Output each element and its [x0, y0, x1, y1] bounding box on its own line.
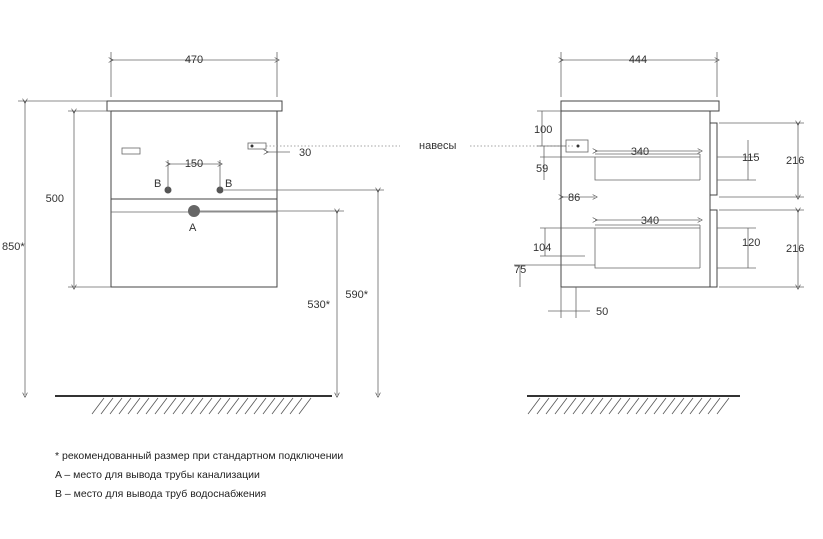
dim-body-height-500: 500: [46, 193, 64, 205]
dim-total-height-850: 850*: [2, 241, 25, 253]
hatch-line: [536, 397, 550, 415]
dim-inner-75: 75: [514, 264, 526, 276]
front-floor-hatch: [91, 397, 312, 415]
hatch-line: [217, 397, 231, 415]
hatch-line: [244, 397, 258, 415]
hatch-line: [271, 397, 285, 415]
hatch-line: [572, 397, 586, 415]
dim-width-470: 470: [185, 54, 203, 66]
hinge-right-marker: [247, 142, 267, 150]
hatch-line: [608, 397, 622, 415]
hatch-line: [118, 397, 132, 415]
hatch-line: [599, 397, 613, 415]
hatch-line: [289, 397, 303, 415]
hatch-line: [181, 397, 195, 415]
dim-inner-59: 59: [536, 163, 548, 175]
hatch-line: [100, 397, 114, 415]
label-pipe-b-left: B: [154, 178, 161, 190]
dim-hinge-top-100: 100: [534, 124, 552, 136]
dim-hinge-offset-30: 30: [299, 147, 311, 159]
hatch-line: [617, 397, 631, 415]
hatch-line: [298, 397, 312, 415]
side-view: 444 100 340 59 86 340 104 75 50: [514, 52, 804, 415]
dim-inner-86: 86: [568, 192, 580, 204]
hatch-line: [527, 397, 541, 415]
dim-pipe-b-height-590: 590*: [345, 289, 368, 301]
hatch-line: [145, 397, 159, 415]
side-cabinet-body: [560, 110, 711, 288]
front-view: 470 850* 500 150 30 B B A 530* 590*: [2, 52, 384, 415]
hatch-line: [226, 397, 240, 415]
hatch-line: [199, 397, 213, 415]
front-countertop: [106, 100, 283, 112]
hatch-line: [253, 397, 267, 415]
side-floor-hatch: [527, 397, 730, 415]
hatch-line: [644, 397, 658, 415]
hatch-line: [190, 397, 204, 415]
label-pipe-a: A: [189, 222, 197, 234]
note-pipe-a: A – место для вывода трубы канализации: [55, 469, 260, 481]
hatch-line: [172, 397, 186, 415]
hatch-line: [280, 397, 294, 415]
side-countertop: [560, 100, 720, 112]
dim-front-top-216: 216: [786, 155, 804, 167]
hatch-line: [680, 397, 694, 415]
hatch-line: [653, 397, 667, 415]
hatch-line: [590, 397, 604, 415]
hatch-line: [662, 397, 676, 415]
dim-inner-104: 104: [533, 242, 551, 254]
hatch-line: [235, 397, 249, 415]
hatch-line: [163, 397, 177, 415]
hatch-line: [626, 397, 640, 415]
hatch-line: [262, 397, 276, 415]
dim-drawer-top-inner-115: 115: [742, 152, 760, 164]
hatch-line: [545, 397, 559, 415]
pipe-a-point: [188, 205, 200, 217]
hatch-line: [127, 397, 141, 415]
hatch-line: [716, 397, 730, 415]
hatch-line: [109, 397, 123, 415]
dim-pipe-a-height-530: 530*: [307, 299, 330, 311]
notes-block: * рекомендованный размер при стандартном…: [55, 447, 343, 504]
hatch-line: [136, 397, 150, 415]
dim-pipe-spacing-150: 150: [185, 158, 203, 170]
hatch-line: [554, 397, 568, 415]
side-front-bottom: [709, 209, 718, 288]
side-front-top: [709, 122, 718, 196]
dim-bottom-50: 50: [596, 306, 608, 318]
label-hinges: навесы: [419, 140, 457, 152]
hatch-line: [707, 397, 721, 415]
hatch-line: [698, 397, 712, 415]
hatch-line: [91, 397, 105, 415]
label-pipe-b-right: B: [225, 178, 232, 190]
dim-drawer-bottom-depth-340: 340: [641, 215, 659, 227]
hatch-line: [635, 397, 649, 415]
note-recommended: * рекомендованный размер при стандартном…: [55, 450, 344, 462]
hatch-line: [689, 397, 703, 415]
hinge-left-marker: [121, 147, 141, 155]
hatch-line: [208, 397, 222, 415]
dim-drawer-bottom-inner-120: 120: [742, 237, 760, 249]
hatch-line: [671, 397, 685, 415]
dim-front-bottom-216: 216: [786, 243, 804, 255]
dim-depth-444: 444: [629, 54, 647, 66]
hatch-line: [563, 397, 577, 415]
hatch-line: [581, 397, 595, 415]
dim-drawer-top-depth-340: 340: [631, 146, 649, 158]
note-pipe-b: B – место для вывода труб водоснабжения: [55, 488, 267, 500]
hatch-line: [154, 397, 168, 415]
